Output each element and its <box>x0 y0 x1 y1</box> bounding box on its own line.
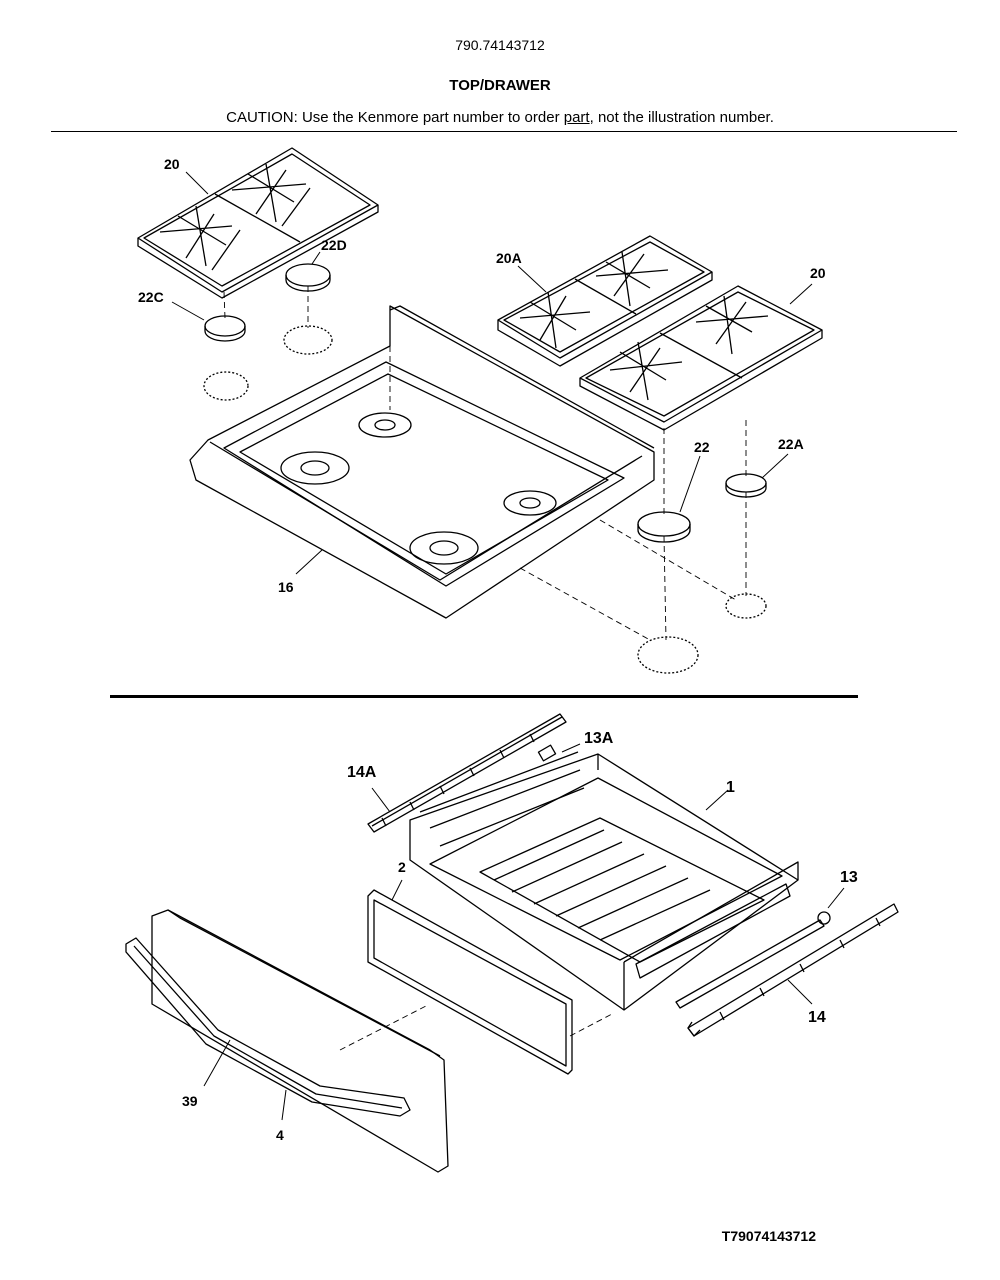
diagram-code: T79074143712 <box>721 1228 816 1244</box>
callout-4: 4 <box>276 1127 284 1143</box>
callout-39: 39 <box>182 1093 198 1109</box>
callout-14a: 14A <box>347 764 377 781</box>
callout-16: 16 <box>278 579 294 595</box>
callout-22c: 22C <box>138 289 164 305</box>
grate-left-part <box>137 147 379 299</box>
callout-20-right: 20 <box>810 265 826 281</box>
callout-2: 2 <box>398 859 406 875</box>
callout-20a: 20A <box>496 250 522 266</box>
drawer-front-part <box>151 909 449 1173</box>
rail-14a-part <box>367 713 567 833</box>
callout-14: 14 <box>808 1009 826 1026</box>
drawer-box-part <box>409 751 799 1011</box>
drawer-panel-part <box>367 889 573 1075</box>
caution-part-link[interactable]: part <box>563 109 590 126</box>
section-divider <box>110 695 858 698</box>
page-title: TOP/DRAWER <box>449 77 551 94</box>
cooktop-part <box>189 305 655 619</box>
caution-text-start: CAUTION: Use the Kenmore part number to … <box>226 109 564 126</box>
assembly-lines-top <box>223 286 747 641</box>
assembly-lines-drawer <box>339 1005 613 1051</box>
burner-caps <box>204 263 767 543</box>
callout-22: 22 <box>694 439 710 455</box>
callout-13a: 13A <box>584 730 614 747</box>
callout-1: 1 <box>726 779 735 796</box>
callout-22d: 22D <box>321 237 347 253</box>
burner-heads <box>203 325 767 674</box>
caution-text-end: , not the illustration number. <box>589 109 774 126</box>
callout-22a: 22A <box>778 436 804 452</box>
caution-note: CAUTION: Use the Kenmore part number to … <box>0 109 1000 126</box>
header-divider <box>51 131 957 132</box>
model-number: 790.74143712 <box>455 37 545 53</box>
grate-right-part <box>579 285 823 431</box>
callout-labels: 20 22D 22C 20A 20 22 22A 16 13A 14A 1 2 … <box>138 156 858 1143</box>
drawer-handle-part <box>125 937 411 1117</box>
leader-lines-drawer <box>203 743 845 1121</box>
callout-13: 13 <box>840 869 858 886</box>
rail-14-part <box>675 903 899 1037</box>
callout-20-left: 20 <box>164 156 180 172</box>
grate-20a-part <box>497 235 713 367</box>
leader-lines-top <box>171 171 813 575</box>
